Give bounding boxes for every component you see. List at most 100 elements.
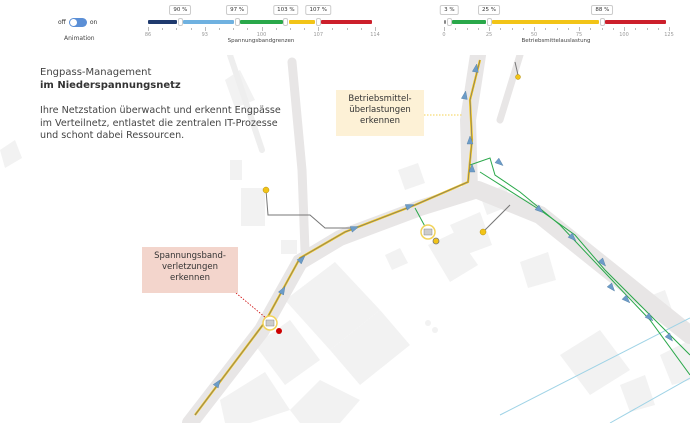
slider-tick: [556, 28, 558, 30]
slider-segment: [444, 20, 447, 24]
slider-tick: [318, 27, 320, 31]
slider-tick: [190, 28, 192, 30]
slider-handle[interactable]: [234, 18, 240, 26]
slider-tick-label: 114: [370, 32, 380, 38]
solar-panel-icon[interactable]: [262, 315, 278, 331]
voltage-band-slider[interactable]: 90 % 97 % 103 % 107 % 86 93 100 107 114: [145, 5, 380, 38]
slider-tick: [635, 28, 637, 30]
slider-segment: [605, 20, 666, 24]
slider-tick-label: 100: [256, 32, 267, 38]
slider-tick: [646, 28, 648, 30]
slider-handle[interactable]: [486, 18, 492, 26]
slider-tick: [500, 28, 502, 30]
slider-tick: [247, 28, 249, 30]
slider-handle-label: 103 %: [273, 5, 299, 15]
slider-tick-label: 86: [144, 32, 152, 38]
slider-tick: [289, 28, 291, 30]
slider-tick: [218, 28, 220, 30]
slider-tick-label: 107: [313, 32, 324, 38]
slider-handle-label: 88 %: [591, 5, 614, 15]
slider-handle-label: 3 %: [440, 5, 459, 15]
solar-panel-icon[interactable]: [420, 224, 436, 240]
toggle-on-label: on: [89, 19, 98, 26]
water-lines: [499, 317, 690, 423]
slider-tick: [545, 28, 547, 30]
slider-handle-label: 25 %: [478, 5, 500, 15]
slider-tick: [657, 28, 659, 30]
slider-tick: [511, 28, 513, 30]
intro-panel: Engpass-Management im Niederspannungsnet…: [40, 66, 290, 143]
slider-tick: [176, 28, 178, 30]
slider-handle[interactable]: [446, 18, 452, 26]
slider-tick: [612, 28, 614, 30]
slider-handle[interactable]: [177, 18, 183, 26]
slider-segment: [321, 20, 372, 24]
toggle-off-label: off: [58, 19, 66, 26]
slider-tick: [304, 28, 306, 30]
slider-tick: [567, 28, 569, 30]
slider-tick-label: 75: [575, 32, 583, 38]
slider-handle-label: 90 %: [169, 5, 192, 15]
slider-handle-label: 97 %: [226, 5, 249, 15]
voltage-slider-title: Spannungsbandgrenzen: [227, 38, 295, 44]
slider-tick: [360, 28, 362, 30]
slider-tick-label: 125: [664, 32, 674, 38]
flow-arrows: [212, 63, 673, 389]
slider-handle[interactable]: [315, 18, 321, 26]
slider-tick: [261, 27, 263, 31]
slider-segment: [240, 20, 283, 24]
slider-handle[interactable]: [283, 18, 289, 26]
load-slider[interactable]: 3 % 25 % 88 % 0 25 50 75 100 125: [440, 5, 674, 38]
slider-tick: [489, 27, 490, 31]
overload-callout: Betriebsmittel- überlastungen erkennen: [336, 90, 424, 136]
house-connection-node[interactable]: [432, 237, 440, 245]
house-connection-node[interactable]: [479, 228, 487, 236]
slider-tick: [148, 27, 149, 31]
intro-subtitle: im Niederspannungsnetz: [40, 80, 181, 91]
animation-label: Animation: [64, 35, 95, 42]
callout-leaders: [235, 114, 462, 319]
toggle-switch[interactable]: [68, 18, 87, 27]
slider-tick: [455, 28, 457, 30]
slider-tick: [601, 28, 603, 30]
voltage-callout: Spannungsband- verletzungen erkennen: [142, 247, 238, 293]
slider-handle-label: 107 %: [305, 5, 331, 15]
slider-tick: [477, 28, 479, 30]
slider-tick: [522, 28, 524, 30]
slider-tick-label: 25: [485, 32, 493, 38]
grid-map[interactable]: [0, 55, 690, 423]
toggle-knob: [69, 19, 77, 26]
slider-tick: [590, 28, 592, 30]
house-connection-node[interactable]: [262, 186, 270, 194]
slider-tick-label: 50: [530, 32, 538, 38]
slider-tick: [624, 27, 625, 31]
slider-segment: [288, 20, 316, 24]
slider-segment: [183, 20, 235, 24]
load-slider-title: Betriebsmittelauslastung: [521, 38, 591, 44]
slider-tick: [275, 28, 277, 30]
roads: [182, 55, 690, 423]
intro-title: Engpass-Management: [40, 67, 152, 78]
slider-tick: [534, 27, 535, 31]
slider-segment: [492, 20, 600, 24]
nodes: [262, 74, 521, 334]
slider-tick: [204, 27, 206, 31]
slider-tick: [162, 28, 164, 30]
slider-tick: [579, 27, 580, 31]
slider-tick-label: 100: [619, 32, 629, 38]
slider-tick: [444, 27, 445, 31]
slider-tick: [346, 28, 348, 30]
slider-tick: [332, 28, 334, 30]
slider-tick-label: 93: [201, 32, 208, 38]
voltage-violation-node[interactable]: [276, 328, 282, 334]
slider-tick-label: 0: [442, 32, 446, 38]
slider-segment: [452, 20, 486, 24]
slider-segment: [148, 20, 178, 24]
intro-body: Ihre Netzstation überwacht und erkennt E…: [40, 105, 281, 141]
animation-toggle[interactable]: off on: [58, 18, 97, 27]
house-connection-node[interactable]: [515, 74, 521, 80]
slider-handle[interactable]: [599, 18, 605, 26]
slider-tick: [233, 28, 235, 30]
slider-tick: [669, 27, 670, 31]
slider-tick: [466, 28, 468, 30]
